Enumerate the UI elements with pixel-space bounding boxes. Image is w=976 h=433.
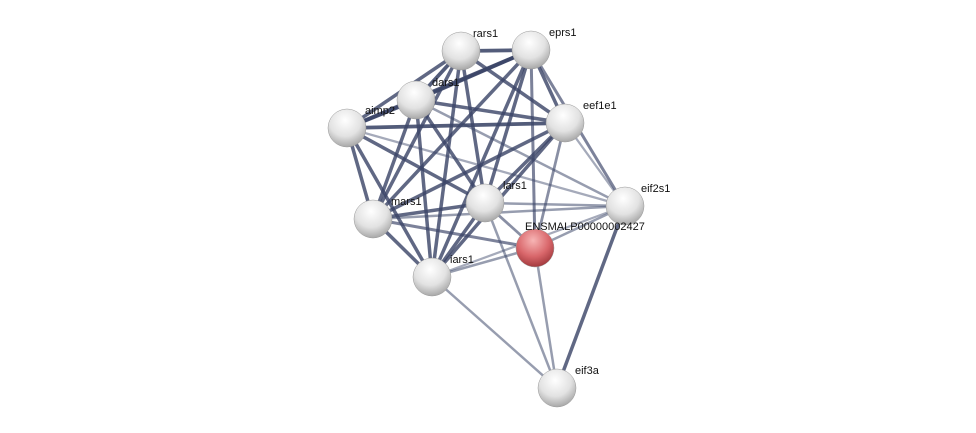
edge-lars1-eif2s1: [484, 201, 626, 208]
edge-eprs1-ENSMALP00000002427: [529, 49, 537, 249]
edge-rars1-iars1: [430, 50, 463, 278]
edge-lars1-eif3a: [483, 202, 559, 389]
node-label: mars1: [391, 196, 422, 208]
edge-dars1-mars1: [371, 99, 418, 220]
edge-iars1-eif3a: [431, 276, 558, 389]
edge-dars1-lars1: [414, 99, 487, 204]
edge-dars1-eef1e1: [415, 98, 566, 125]
edge-dars1-iars1: [414, 99, 434, 278]
node-rars1[interactable]: rars1: [441, 28, 498, 71]
edge-eef1e1-mars1: [372, 121, 566, 221]
edge-eprs1-lars1: [483, 49, 533, 204]
edge-dars1-eif2s1: [415, 98, 626, 208]
node-circle[interactable]: [396, 80, 436, 120]
node-circle[interactable]: [353, 199, 393, 239]
node-circle[interactable]: [327, 108, 367, 148]
node-circle[interactable]: [515, 228, 555, 268]
node-lars1[interactable]: lars1: [465, 180, 527, 223]
node-circle[interactable]: [537, 368, 577, 408]
edge-eef1e1-ENSMALP00000002427: [533, 122, 567, 249]
node-dars1[interactable]: dars1: [396, 77, 460, 120]
edge-eprs1-mars1: [371, 48, 533, 221]
node-label: rars1: [473, 28, 498, 40]
node-eef1e1[interactable]: eef1e1: [545, 100, 617, 143]
node-circle[interactable]: [441, 31, 481, 71]
node-eif3a[interactable]: eif3a: [537, 365, 600, 408]
node-aimp2[interactable]: aimp2: [327, 105, 395, 148]
edge-aimp2-eef1e1: [346, 121, 566, 130]
node-label: aimp2: [365, 105, 395, 117]
node-label: eif3a: [575, 365, 600, 377]
edge-aimp2-iars1: [345, 127, 434, 278]
node-circle[interactable]: [465, 183, 505, 223]
edge-ENSMALP00000002427-eif3a: [533, 247, 559, 389]
node-circle[interactable]: [545, 103, 585, 143]
node-eprs1[interactable]: eprs1: [511, 27, 577, 70]
node-circle[interactable]: [605, 186, 645, 226]
node-circle[interactable]: [511, 30, 551, 70]
node-label: iars1: [450, 254, 474, 266]
node-circle[interactable]: [412, 257, 452, 297]
node-ENSMALP00000002427[interactable]: ENSMALP00000002427: [515, 221, 645, 268]
edge-mars1-ENSMALP00000002427: [372, 217, 536, 250]
edge-eif2s1-eif3a: [555, 205, 627, 389]
node-label: eprs1: [549, 27, 577, 39]
node-mars1[interactable]: mars1: [353, 196, 422, 239]
edge-aimp2-eif2s1: [346, 126, 626, 208]
edge-rars1-mars1: [371, 50, 463, 220]
node-label: ENSMALP00000002427: [525, 221, 645, 233]
node-label: eef1e1: [583, 100, 617, 112]
edge-aimp2-lars1: [346, 126, 486, 205]
node-label: lars1: [503, 180, 527, 192]
node-label: dars1: [432, 77, 460, 89]
node-label: eif2s1: [641, 183, 670, 195]
node-iars1[interactable]: iars1: [412, 254, 474, 297]
node-eif2s1[interactable]: eif2s1: [605, 183, 670, 226]
